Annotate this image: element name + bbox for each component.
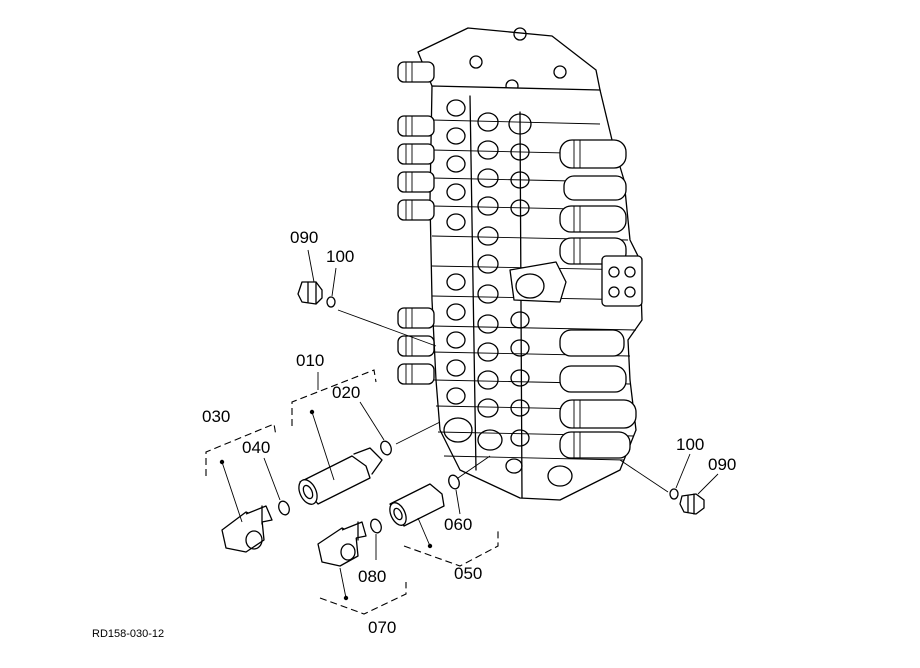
connector-050: [389, 483, 445, 527]
group-bracket-070: [319, 582, 407, 615]
o-ring-040: [278, 500, 290, 516]
group-bracket-030: [205, 423, 277, 476]
control-valve-assembly: [397, 27, 643, 501]
drawing-code: RD158-030-12: [92, 628, 164, 640]
callout-070: 070: [368, 618, 396, 637]
callout-100-lower: 100: [676, 435, 704, 454]
plug-090-upper: [297, 281, 323, 305]
callout-dots: [219, 409, 433, 601]
elbow-fitting-030: [221, 505, 273, 553]
callout-080: 080: [358, 567, 386, 586]
callout-010: 010: [296, 351, 324, 370]
o-ring-060: [448, 474, 460, 490]
plug-090-lower: [679, 493, 705, 515]
callout-040: 040: [242, 438, 270, 457]
o-ring-100-upper: [326, 296, 336, 308]
callout-060: 060: [444, 515, 472, 534]
callout-020: 020: [332, 383, 360, 402]
callout-090-upper: 090: [290, 228, 318, 247]
o-ring-100-lower: [669, 488, 679, 500]
callout-100-upper: 100: [326, 247, 354, 266]
callout-030: 030: [202, 407, 230, 426]
group-bracket-010: [291, 369, 377, 426]
o-ring-020: [380, 440, 392, 456]
group-bracket-050: [403, 530, 499, 567]
callout-050: 050: [454, 564, 482, 583]
elbow-fitting-070: [317, 521, 367, 567]
o-ring-080: [370, 518, 382, 534]
alignment-lines: [337, 309, 669, 493]
callout-leaders: [221, 249, 719, 599]
connector-010: [298, 447, 383, 505]
callout-090-lower: 090: [708, 455, 736, 474]
